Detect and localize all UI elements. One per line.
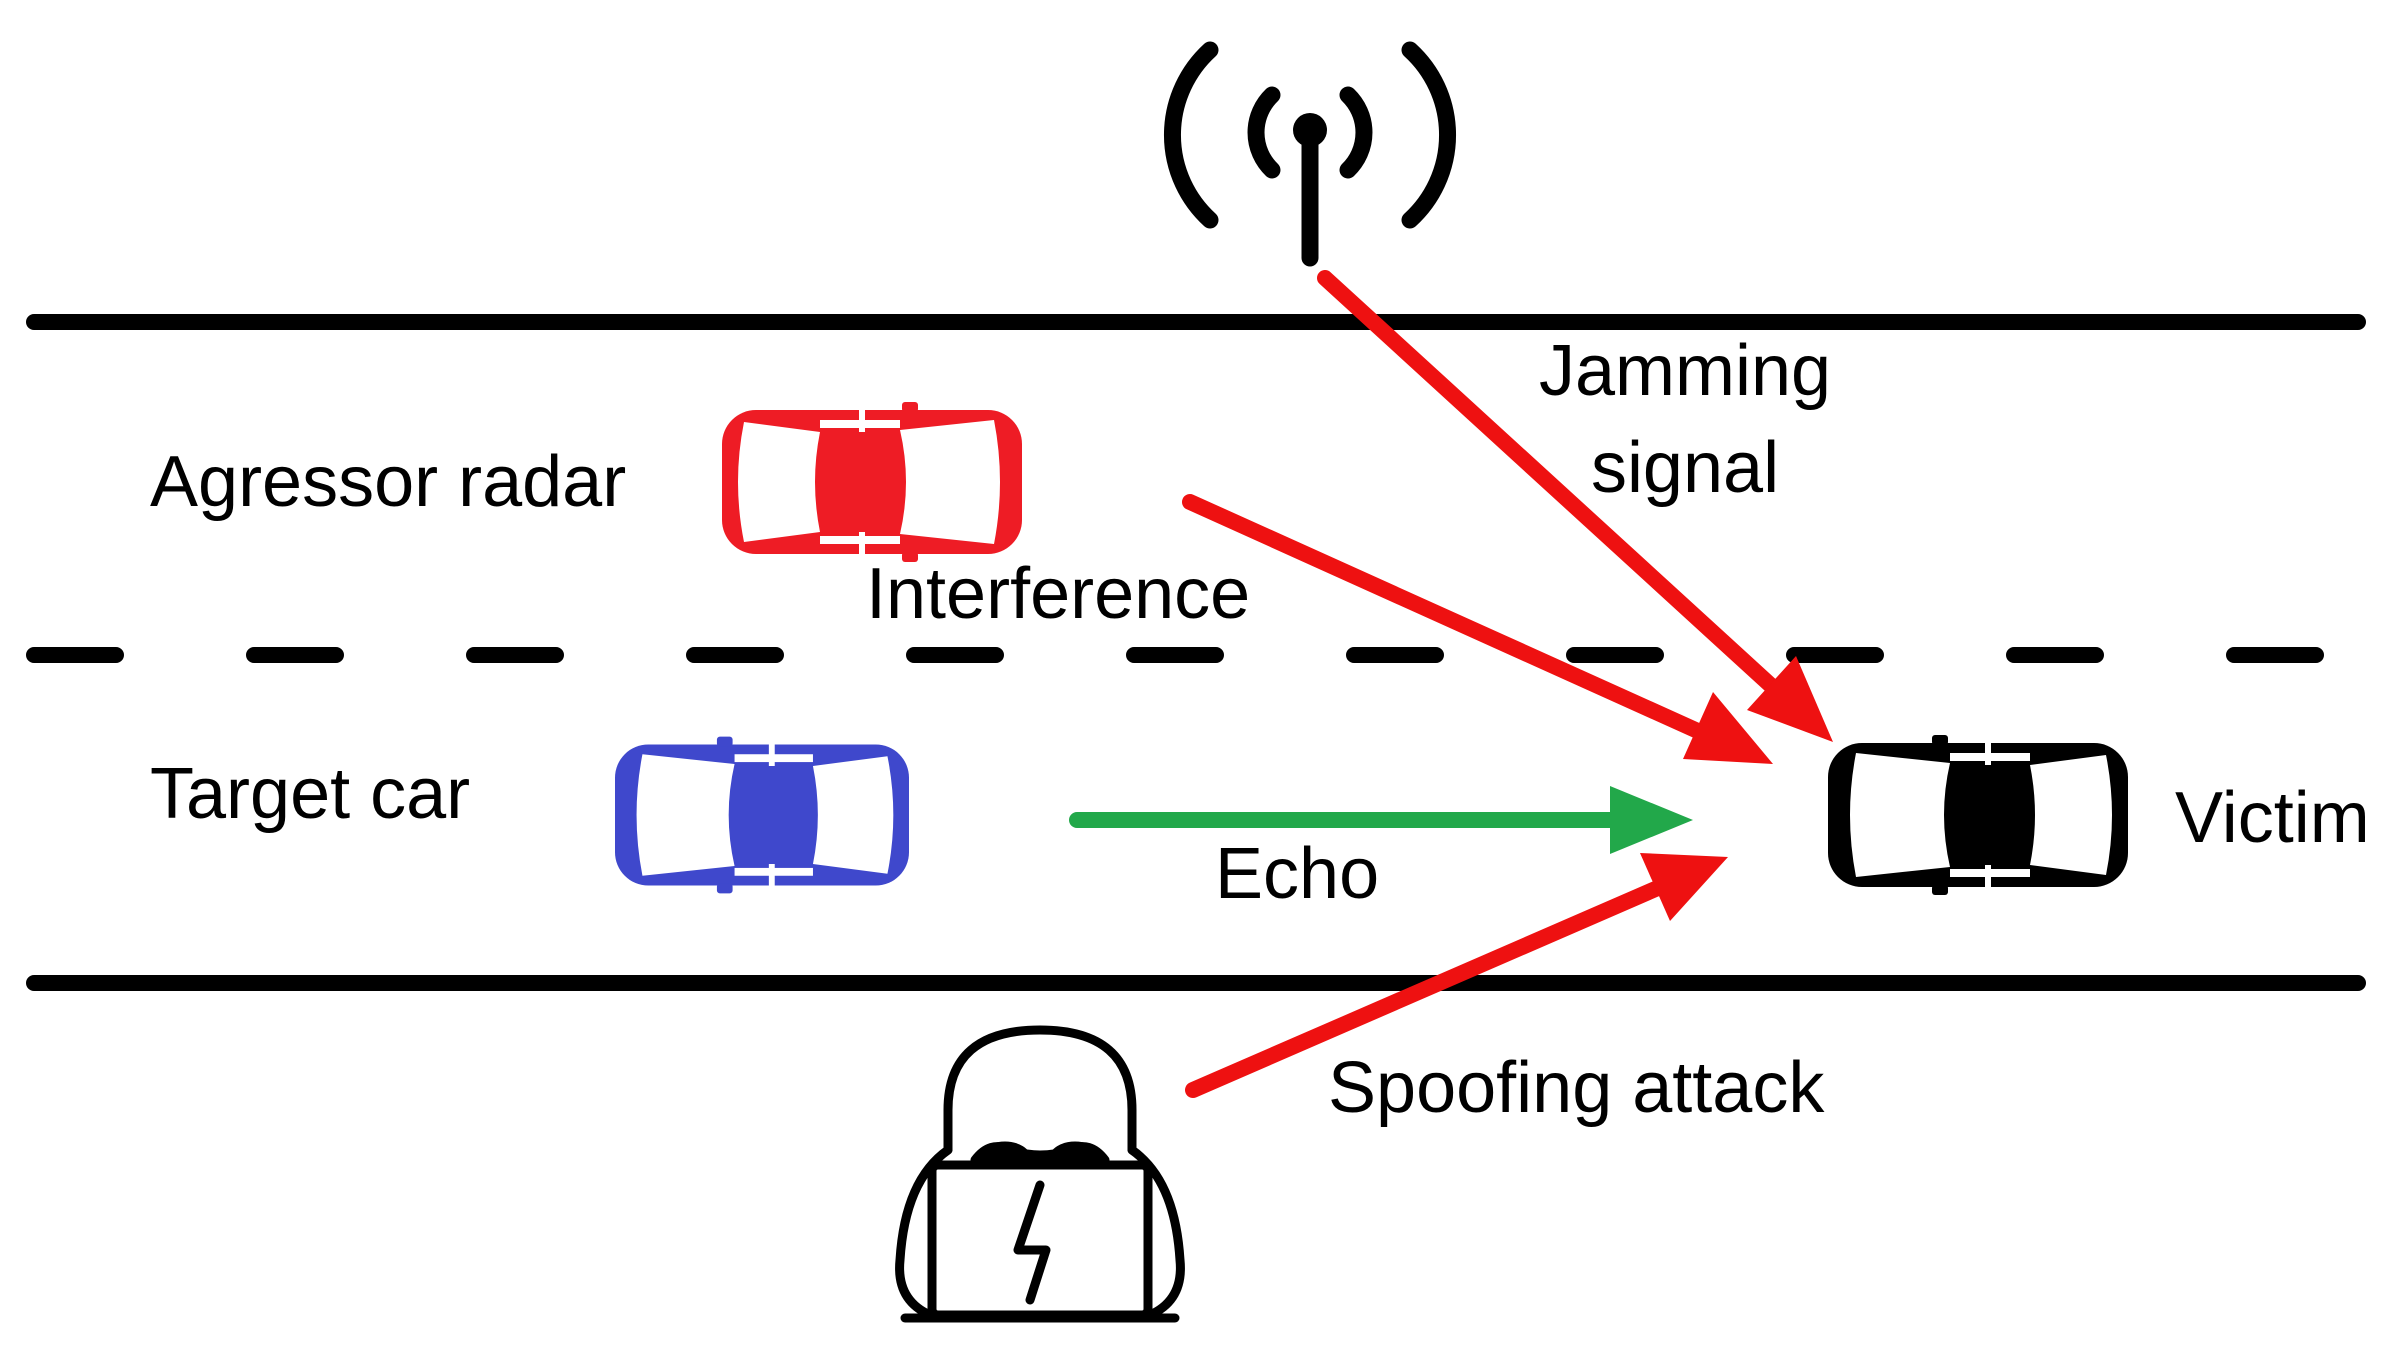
hacker-laptop-icon xyxy=(895,1025,1185,1323)
target-car-icon xyxy=(615,737,909,894)
road xyxy=(26,314,2366,991)
victim-label: Victim xyxy=(2175,778,2370,858)
aggressor-car-icon xyxy=(722,402,1022,562)
interference-arrow xyxy=(1182,494,1773,764)
spoofing-attack-label: Spoofing attack xyxy=(1328,1048,1825,1128)
jamming-signal-label-line1: Jamming xyxy=(1539,331,1831,411)
interference-label: Interference xyxy=(866,554,1250,634)
aggressor-radar-label: Agressor radar xyxy=(150,442,626,522)
victim-car-icon xyxy=(1828,735,2128,895)
jamming-arrow xyxy=(1317,270,1833,742)
target-car-label: Target car xyxy=(150,754,470,834)
radio-tower-icon xyxy=(1163,41,1457,267)
spoofing-arrow xyxy=(1185,853,1728,1098)
echo-arrow xyxy=(1069,786,1693,854)
jamming-signal-label-line2: signal xyxy=(1591,428,1779,508)
echo-label: Echo xyxy=(1215,834,1379,914)
